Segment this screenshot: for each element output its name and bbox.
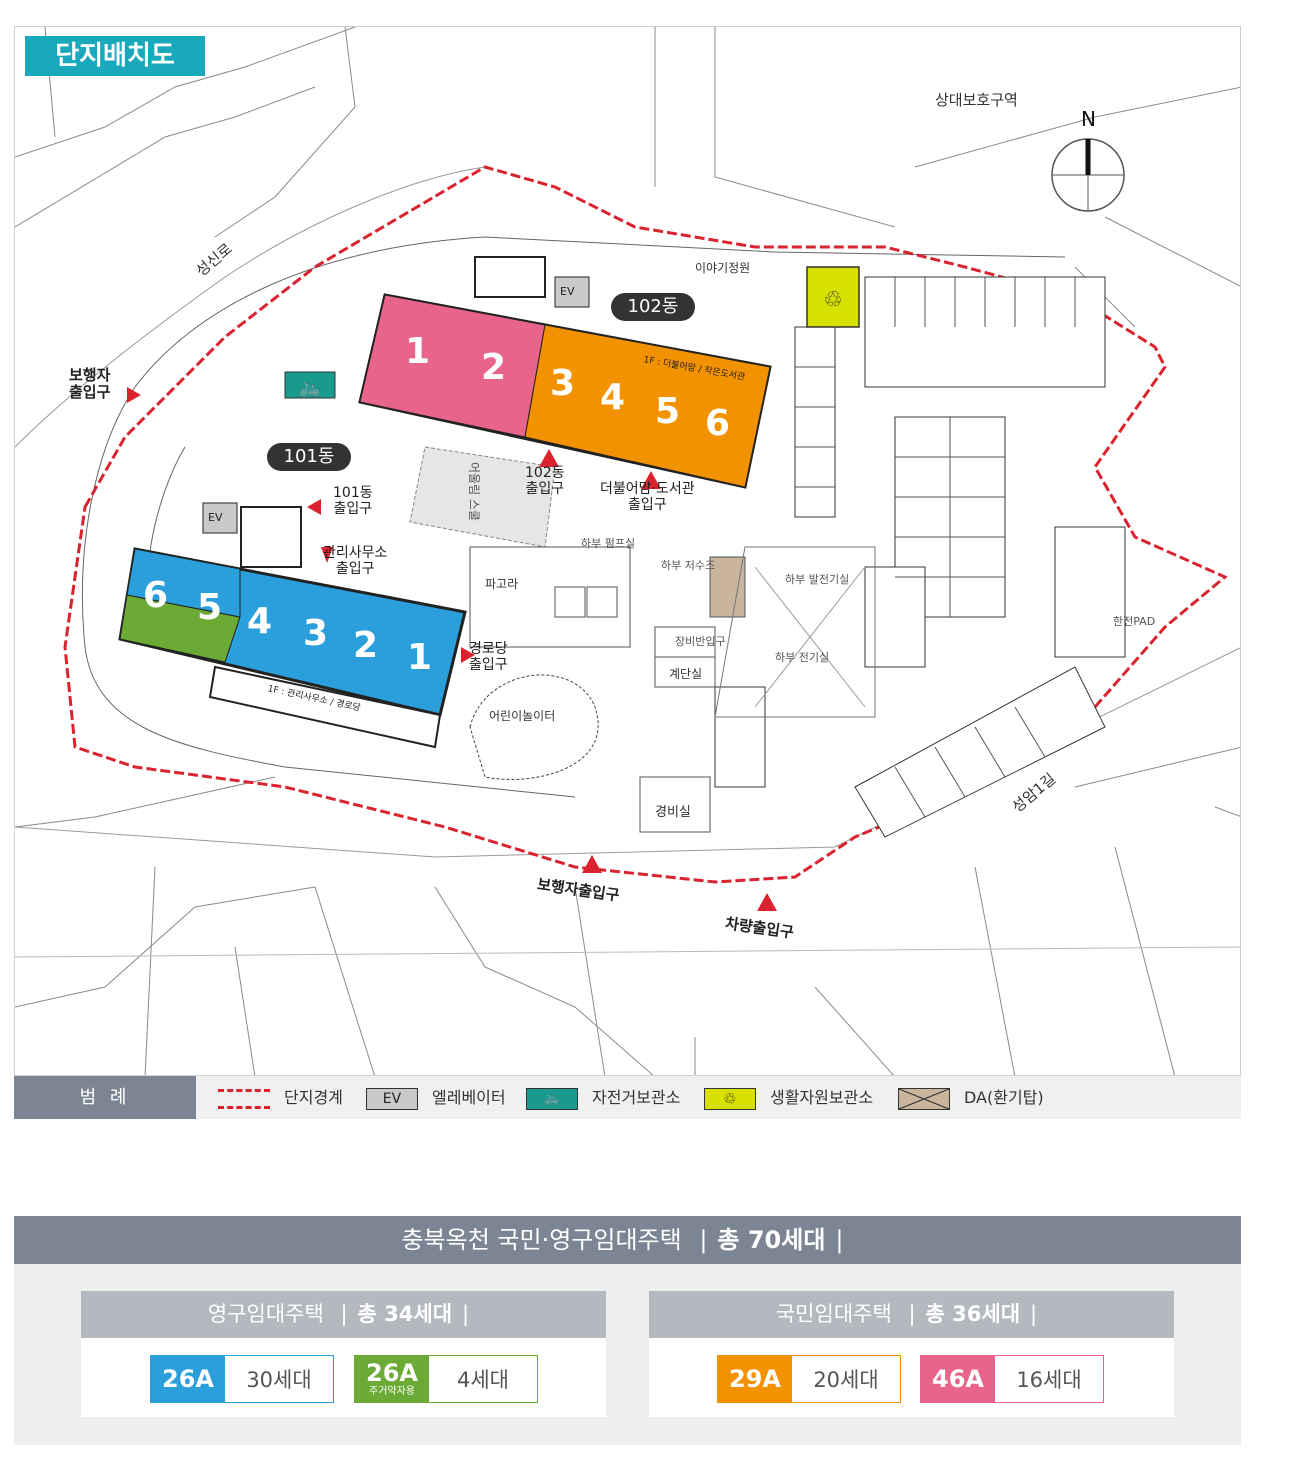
unit-count: 4세대 — [456, 1368, 509, 1392]
legend-bar: 범 례 단지경계 EV 엘레베이터 🚲 자전거보관소 ♲ 생활자원보관소 DA(환기탑… — [14, 1076, 1241, 1119]
legend-item-vent: DA(환기탑) — [898, 1076, 1044, 1119]
national-rental-heading: 국민임대주택 |총 36세대| — [649, 1291, 1174, 1338]
boundary-line-icon — [218, 1088, 270, 1109]
bicycle-icon: 🚲 — [526, 1087, 578, 1110]
unit-card-29a: 29A 20세대 — [717, 1355, 901, 1403]
unit-type-badge: 29A — [718, 1356, 792, 1402]
legend-heading: 범 례 — [14, 1076, 196, 1119]
legend-label-elevator: 엘레베이터 — [432, 1088, 506, 1107]
entrance-101-label: 101동 출입구 — [333, 485, 373, 517]
building-101 — [118, 502, 467, 749]
housing-summary: 충북옥천 국민·영구임대주택 |총 70세대| 영구임대주택 |총 34세대| … — [14, 1216, 1241, 1445]
ev-label-102: EV — [560, 285, 575, 298]
legend-label-bicycle: 자전거보관소 — [592, 1088, 681, 1107]
parking-stall-lines — [795, 277, 1076, 818]
unit-count: 30세대 — [246, 1368, 312, 1392]
pump-room-label: 하부 펌프실 — [581, 537, 636, 550]
water-tank-label: 하부 저수조 — [661, 559, 716, 572]
north-label: N — [1081, 107, 1096, 131]
b101-unit-4: 4 — [247, 601, 273, 642]
vent-icon — [898, 1087, 950, 1110]
electric-room-label: 하부 전기실 — [775, 651, 830, 664]
summary-heading: 충북옥천 국민·영구임대주택 |총 70세대| — [14, 1216, 1241, 1264]
accessible-unit-note: 주거약자용 — [369, 1386, 415, 1397]
permanent-rental-panel: 영구임대주택 |총 34세대| 26A 30세대 26A 주거약자용 4세대 — [81, 1291, 606, 1417]
entrance-102-label: 102동 출입구 — [525, 465, 565, 497]
permanent-rental-title: 영구임대주택 — [207, 1302, 324, 1326]
entrance-markers — [127, 387, 777, 911]
central-sign-text: 어울림 스쿨 — [467, 461, 482, 522]
site-plan-map: ♲ 🚲 — [14, 26, 1241, 1076]
parking-areas — [714, 276, 1126, 838]
b102-unit-2: 2 — [481, 347, 507, 388]
bicycle-storage — [284, 371, 336, 399]
national-rental-panel: 국민임대주택 |총 36세대| 29A 20세대 46A 16세대 — [649, 1291, 1174, 1417]
playground-label: 어린이놀이터 — [489, 709, 556, 723]
site-plan-title: 단지배치도 — [25, 36, 205, 76]
site-boundary-line — [63, 165, 1228, 884]
building-102-badge: 102동 — [611, 293, 695, 321]
guard-room-label: 경비실 — [655, 805, 691, 820]
b101-unit-2: 2 — [353, 625, 379, 666]
summary-heading-main: 충북옥천 국민·영구임대주택 — [401, 1226, 682, 1254]
stair-room-label: 계단실 — [669, 667, 703, 681]
entrance-library-label: 더불어맘·도서관 출입구 — [600, 481, 695, 513]
generator-room-label: 하부 발전기실 — [785, 573, 850, 586]
legend-item-boundary: 단지경계 — [218, 1076, 343, 1119]
b101-unit-1: 1 — [407, 637, 433, 678]
unit-card-26a-accessible: 26A 주거약자용 4세대 — [354, 1355, 538, 1403]
legend-label-boundary: 단지경계 — [284, 1088, 343, 1107]
national-rental-title: 국민임대주택 — [775, 1302, 892, 1326]
b102-unit-5: 5 — [655, 391, 681, 432]
recycle-station — [806, 266, 860, 328]
b102-unit-1: 1 — [405, 331, 431, 372]
north-compass — [1051, 138, 1125, 212]
ev-box-icon: EV — [366, 1087, 418, 1110]
b101-unit-5: 5 — [197, 587, 223, 628]
summary-heading-total: 총 70세대 — [717, 1226, 826, 1254]
entrance-senior-label: 경로당 출입구 — [469, 641, 508, 673]
b102-unit-4: 4 — [600, 377, 626, 418]
b102-unit-6: 6 — [705, 403, 731, 444]
bicycle-icon: 🚲 — [299, 377, 321, 398]
recycle-icon: ♲ — [704, 1087, 756, 1110]
kepco-pad-label: 한전PAD — [1113, 615, 1156, 628]
story-garden-label: 이야기정원 — [695, 261, 751, 275]
b102-unit-3: 3 — [550, 363, 576, 404]
unit-count: 20세대 — [813, 1368, 879, 1392]
unit-count: 16세대 — [1016, 1368, 1082, 1392]
unit-card-46a: 46A 16세대 — [920, 1355, 1104, 1403]
legend-label-recycle: 생활자원보관소 — [770, 1088, 874, 1107]
unit-type-badge: 26A — [151, 1356, 225, 1402]
recycle-icon: ♲ — [823, 288, 843, 313]
legend-item-elevator: EV 엘레베이터 — [366, 1076, 506, 1119]
building-102 — [358, 256, 772, 489]
national-rental-total: 총 36세대 — [925, 1302, 1021, 1326]
pergola-label: 파고라 — [485, 577, 519, 591]
surrounding-lot-lines — [15, 27, 1240, 1075]
building-101-badge: 101동 — [267, 443, 351, 471]
b101-unit-3: 3 — [303, 613, 329, 654]
unit-type-badge: 26A 주거약자용 — [355, 1356, 429, 1402]
pedestrian-entrance-west-label: 보행자 출입구 — [69, 366, 111, 401]
permanent-rental-total: 총 34세대 — [357, 1302, 453, 1326]
equipment-entrance-label: 장비반입구 — [675, 635, 726, 648]
unit-card-26a: 26A 30세대 — [150, 1355, 334, 1403]
entrance-office-label: 관리사무소 출입구 — [323, 545, 388, 577]
central-facilities — [409, 446, 876, 833]
ev-label-101: EV — [208, 511, 223, 524]
unit-type-badge: 46A — [921, 1356, 995, 1402]
legend-item-recycle: ♲ 생활자원보관소 — [704, 1076, 873, 1119]
b101-unit-6: 6 — [143, 575, 169, 616]
protection-zone-label: 상대보호구역 — [935, 91, 1018, 109]
permanent-rental-heading: 영구임대주택 |총 34세대| — [81, 1291, 606, 1338]
legend-label-vent: DA(환기탑) — [964, 1088, 1044, 1107]
site-plan-drawing: ♲ 🚲 — [15, 27, 1240, 1075]
legend-item-bicycle: 🚲 자전거보관소 — [526, 1076, 680, 1119]
